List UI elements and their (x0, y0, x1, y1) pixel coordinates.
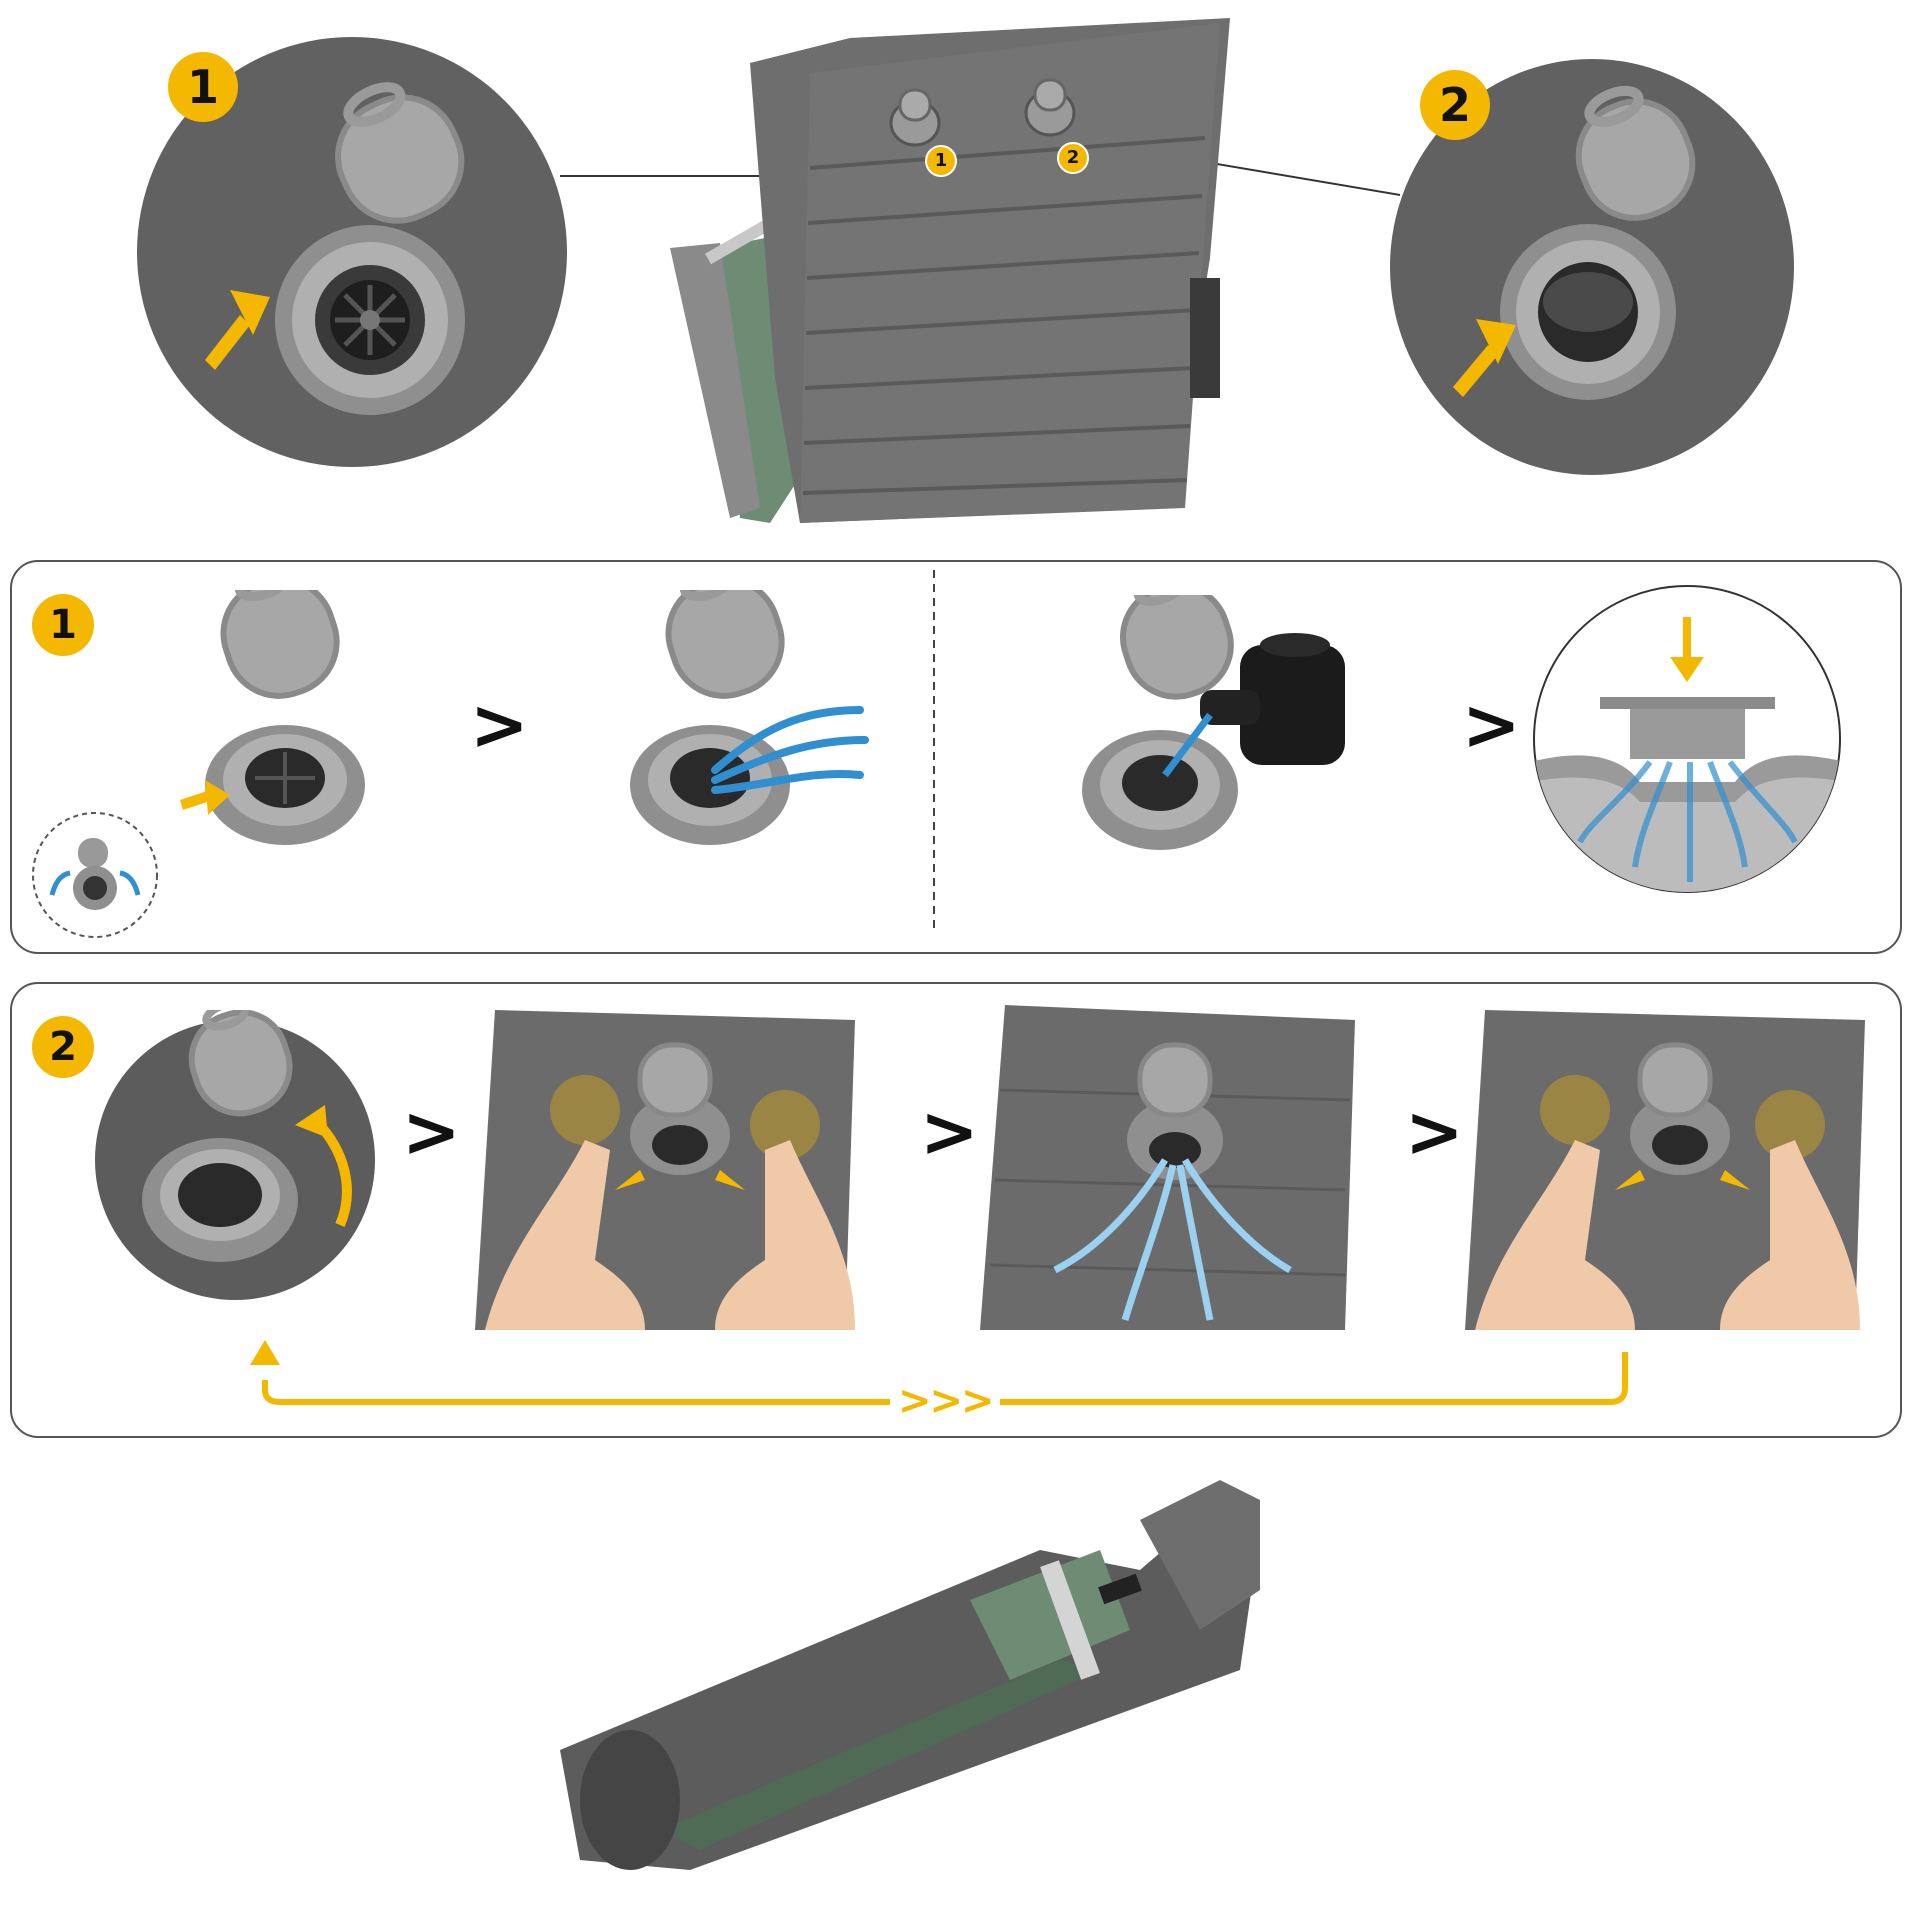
arrow-icon (1453, 319, 1516, 397)
arrow-icon (205, 290, 270, 370)
air-release-step (620, 590, 880, 860)
valve-cross-section (1530, 582, 1845, 897)
valve-2-detail (1388, 57, 1796, 477)
valve-rotate-inset (30, 810, 160, 940)
pump-inflate-step (1080, 595, 1360, 865)
inflated-mat (650, 18, 1240, 533)
step-badge-1: 1 (168, 52, 238, 122)
chevron-right-icon: > (1462, 684, 1521, 766)
repeat-chevrons: >>> (898, 1378, 995, 1424)
rolled-mat (540, 1470, 1360, 1890)
valve-1-detail (135, 35, 570, 470)
valve-2-detail-illustration (1390, 59, 1794, 475)
valve-2-open-step (90, 1010, 380, 1310)
valve-1-detail-illustration (137, 37, 567, 467)
press-step (465, 1000, 860, 1340)
arrow-icon (615, 1170, 745, 1190)
press-again-step (1455, 1000, 1870, 1340)
panel-1-divider (933, 570, 935, 930)
arrow-icon (1670, 617, 1704, 682)
chevron-right-icon: > (402, 1091, 461, 1173)
inflated-mat-illustration (670, 18, 1230, 523)
arrow-icon (180, 780, 230, 815)
repeat-loop-arrow (250, 1340, 1628, 1405)
mat-valve-label-1: 1 (925, 145, 957, 177)
arrow-icon (1615, 1170, 1750, 1190)
mat-valve-label-2: 2 (1057, 142, 1089, 174)
chevron-right-icon: > (1405, 1091, 1464, 1173)
chevron-right-icon: > (920, 1091, 979, 1173)
valve-open-step (175, 590, 385, 860)
step-badge-2: 2 (1420, 70, 1490, 140)
chevron-right-icon: > (470, 684, 529, 766)
air-escape-step (975, 1000, 1360, 1340)
panel-2-badge: 2 (32, 1016, 94, 1078)
panel-1-badge: 1 (32, 594, 94, 656)
